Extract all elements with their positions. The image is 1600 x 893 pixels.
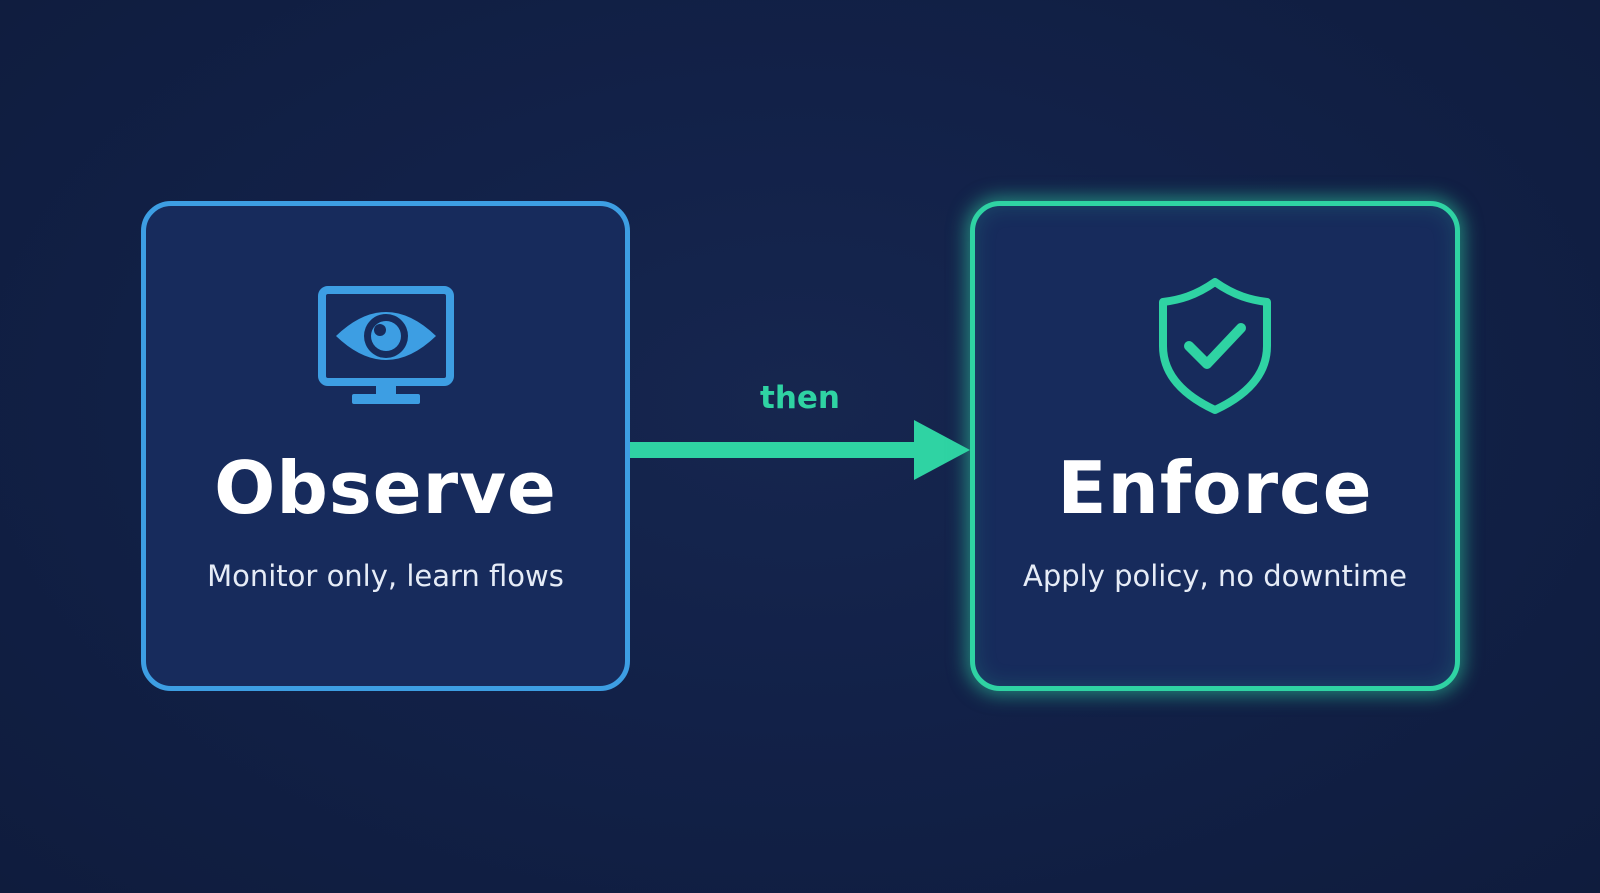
enforce-title: Enforce — [1057, 446, 1373, 530]
observe-subtitle: Monitor only, learn flows — [207, 559, 564, 593]
enforce-subtitle: Apply policy, no downtime — [1022, 559, 1407, 593]
observe-card: Observe Monitor only, learn flows — [141, 201, 630, 691]
connector-label: then — [760, 380, 840, 416]
arrow-shaft — [630, 442, 920, 458]
monitor-eye-icon — [317, 286, 454, 404]
arrow-connector — [630, 420, 970, 480]
arrow-head — [914, 420, 970, 480]
shield-check-icon — [1159, 278, 1271, 414]
enforce-card: Enforce Apply policy, no downtime — [970, 201, 1460, 691]
observe-title: Observe — [214, 446, 557, 530]
